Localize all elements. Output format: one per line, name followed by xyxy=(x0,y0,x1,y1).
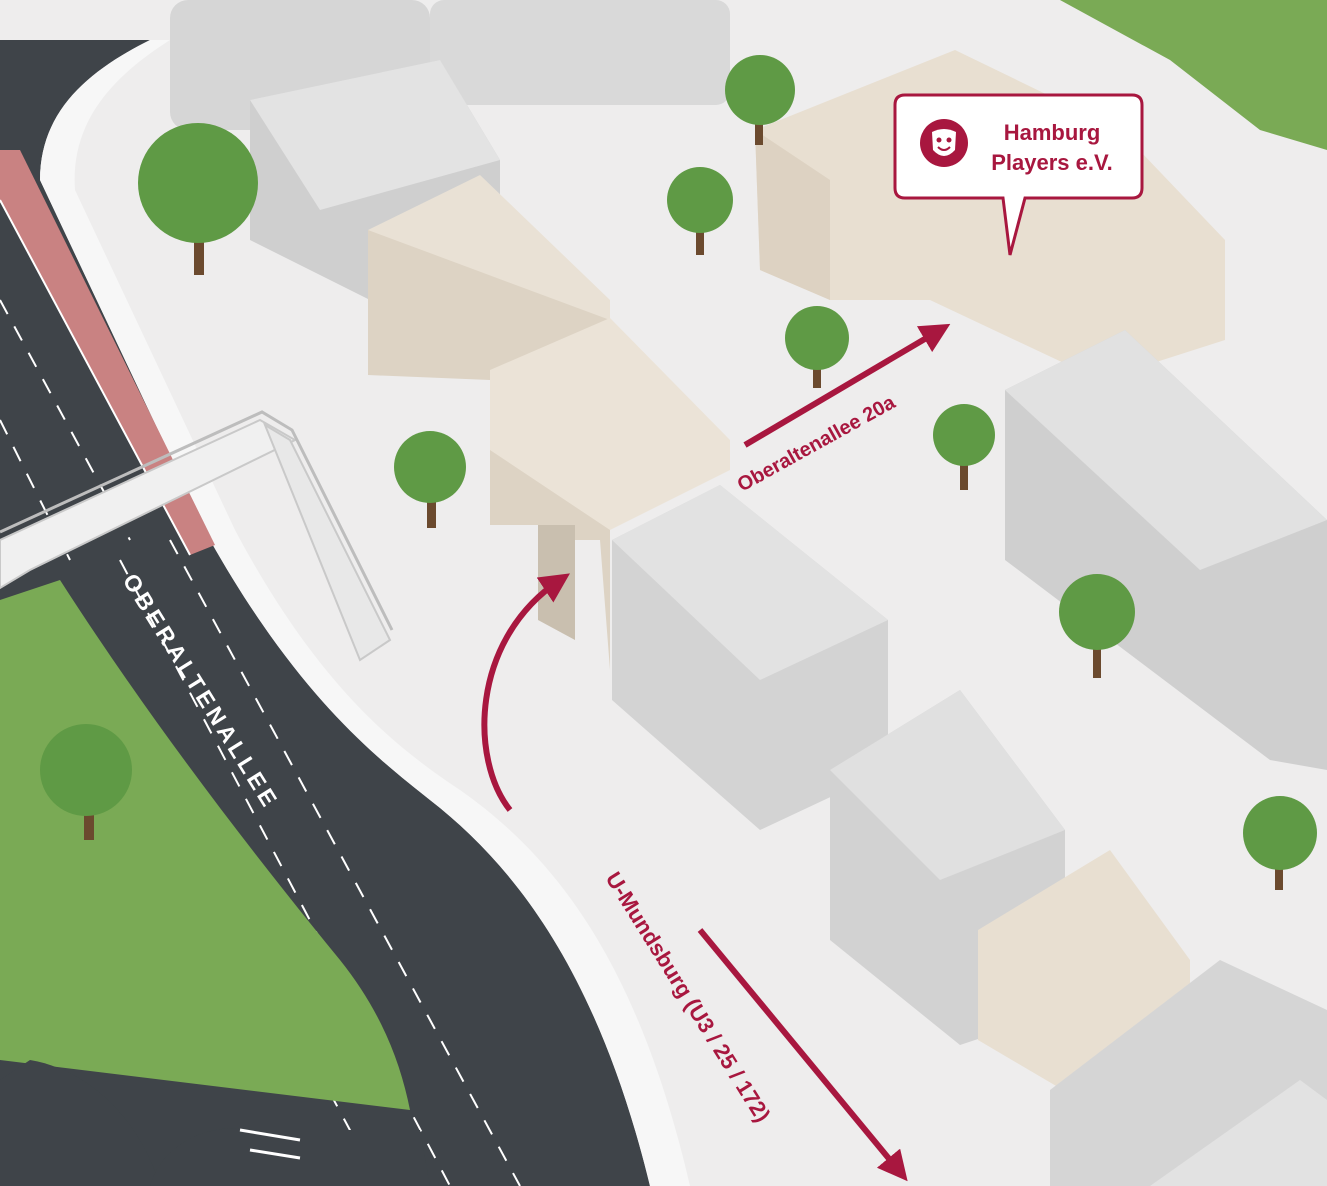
route-arrow-oberaltenallee-20a xyxy=(743,323,951,448)
tree xyxy=(40,724,132,840)
theater-masks-icon xyxy=(920,119,968,167)
destination-name-line1: Hamburg xyxy=(1004,120,1101,145)
bike-lane xyxy=(0,150,215,555)
tree xyxy=(1243,796,1317,890)
destination-name-line2: Players e.V. xyxy=(991,150,1113,175)
route-arrow-entrance xyxy=(481,573,570,812)
tree xyxy=(933,404,995,490)
grass-area-left xyxy=(0,580,410,1110)
tree xyxy=(725,55,795,145)
destination-callout[interactable]: Hamburg Players e.V. xyxy=(893,93,1144,256)
tree xyxy=(1059,574,1135,678)
tree xyxy=(138,123,258,275)
tree xyxy=(667,167,733,255)
pedestrian-bridge xyxy=(0,410,394,662)
trees xyxy=(40,55,1317,890)
grass-area-top-right xyxy=(1060,0,1327,150)
tree xyxy=(394,431,466,528)
tree xyxy=(785,306,849,388)
route-arrow-u-mundsburg xyxy=(697,928,908,1182)
lane-arrows xyxy=(239,1128,301,1160)
